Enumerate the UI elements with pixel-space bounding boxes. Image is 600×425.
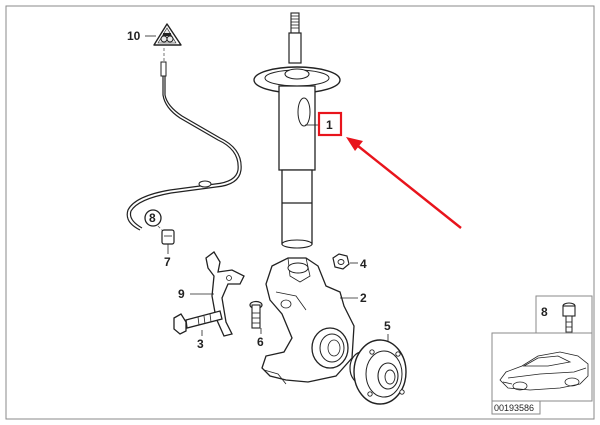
spring-strut[interactable] bbox=[253, 12, 341, 249]
part-label-9[interactable]: 9 bbox=[178, 287, 185, 301]
part-label-10[interactable]: 10 bbox=[127, 29, 141, 43]
part-label-8[interactable]: 8 bbox=[149, 211, 156, 225]
leader-line-8 bbox=[157, 225, 167, 235]
part-label-7[interactable]: 7 bbox=[164, 255, 171, 269]
part-8-callout-circle bbox=[144, 209, 162, 227]
part-label-3[interactable]: 3 bbox=[197, 337, 204, 351]
vehicle-thumbnail[interactable] bbox=[491, 332, 593, 402]
part-label-2[interactable]: 2 bbox=[360, 291, 367, 305]
steering-knuckle[interactable] bbox=[261, 257, 355, 385]
inset-part-label-8[interactable]: 8 bbox=[541, 305, 548, 319]
part-label-1[interactable]: 1 bbox=[326, 118, 333, 132]
diagram-frame bbox=[5, 5, 595, 420]
part-label-6[interactable]: 6 bbox=[257, 335, 264, 349]
socket-bolt[interactable] bbox=[562, 302, 576, 337]
diagram-code: 00193586 bbox=[494, 403, 534, 413]
sensor-plug[interactable] bbox=[161, 229, 175, 245]
diagram-code-box bbox=[491, 400, 541, 415]
flange-bolt[interactable] bbox=[249, 300, 263, 329]
part-1-highlight-box bbox=[317, 111, 343, 137]
wear-sensor-cable[interactable] bbox=[126, 48, 242, 231]
wheel-hub[interactable] bbox=[349, 339, 407, 405]
part-label-5[interactable]: 5 bbox=[384, 319, 391, 333]
nut[interactable] bbox=[332, 253, 350, 270]
part-label-4[interactable]: 4 bbox=[360, 257, 367, 271]
hex-bolt[interactable] bbox=[173, 310, 223, 335]
highlight-arrow-icon bbox=[346, 137, 462, 229]
warning-triangle-icon[interactable] bbox=[153, 23, 182, 46]
